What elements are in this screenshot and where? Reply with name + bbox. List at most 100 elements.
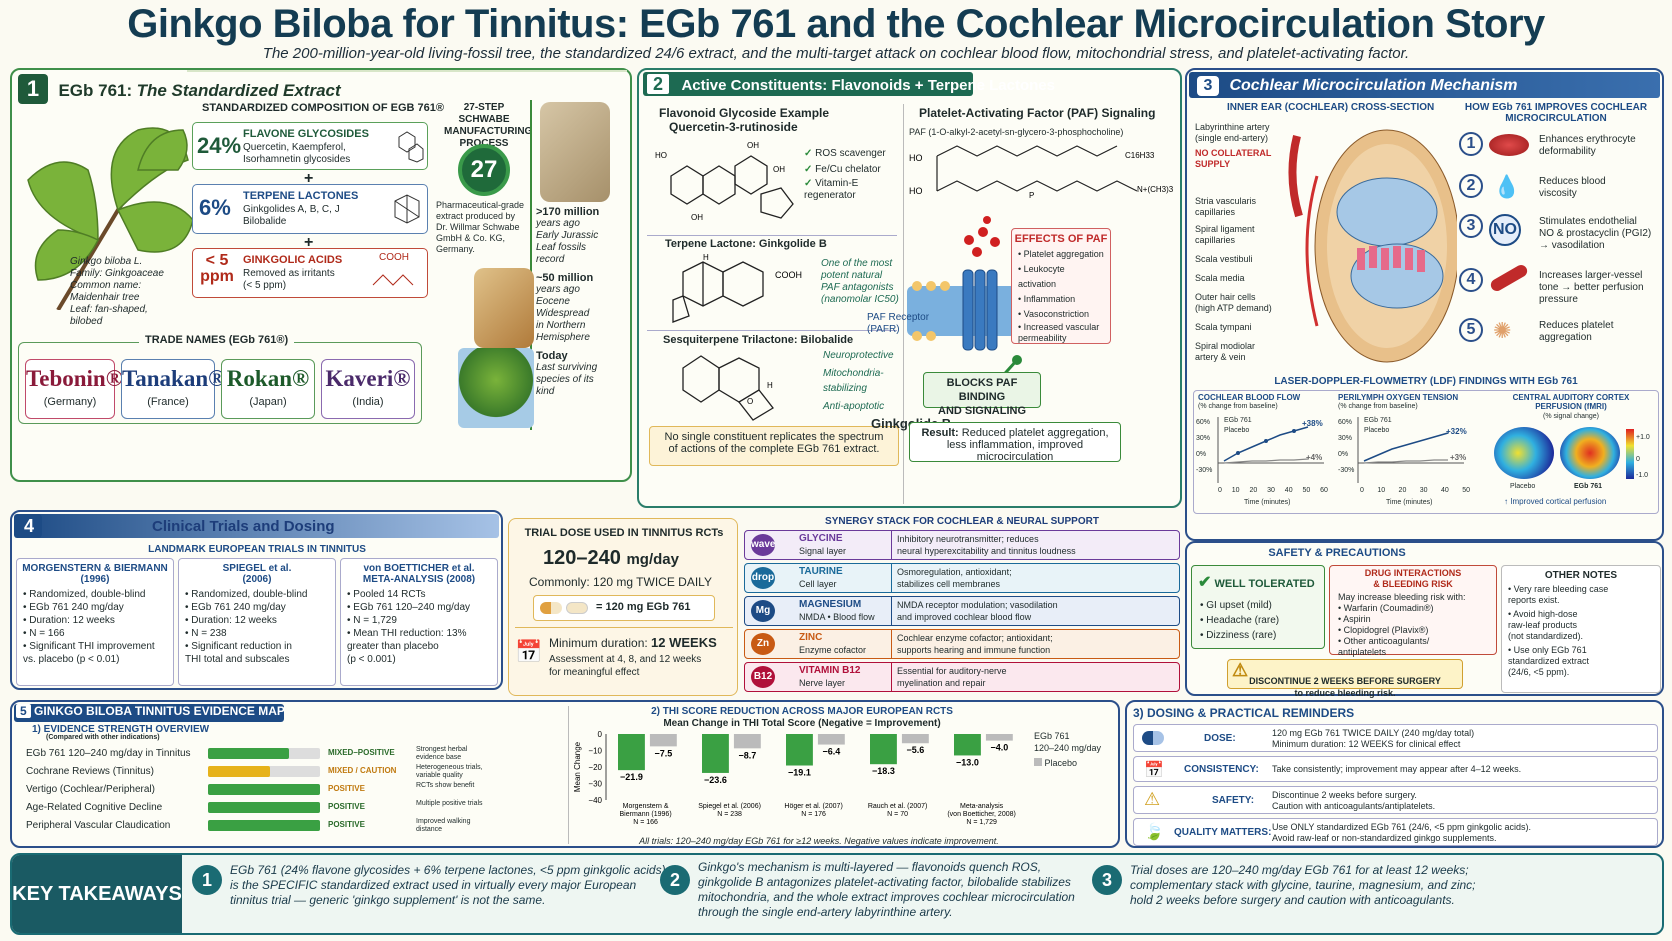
panel-title: Clinical Trials and Dosing: [152, 518, 335, 535]
process-title: 27-STEP SCHWABE MANUFACTURING PROCESS: [444, 102, 533, 149]
leaf-caption: Ginkgo biloba L. Family: Ginkgoaceae Com…: [70, 256, 164, 327]
x-tick-label: N = 166: [633, 819, 658, 826]
composition-ginkgolic: < 5 ppm GINKGOLIC ACIDS Removed as irrit…: [192, 248, 428, 298]
ginkgolide-note: One of the most potent natural PAF antag…: [821, 258, 899, 305]
trial-boetticher: von BOETTICHER et al. META-ANALYSIS (200…: [340, 558, 498, 686]
evidence-bar-fill: [208, 748, 289, 759]
trial-spiegel: SPIEGEL et al. (2006) • Randomized, doub…: [178, 558, 336, 686]
evidence-bar-track: [208, 802, 320, 813]
trade-tebonin: Tebonin®(Germany): [25, 359, 123, 419]
bar-1: [649, 734, 677, 747]
paf-effects-box: EFFECTS OF PAF • Platelet aggregation• L…: [1011, 228, 1111, 344]
composition-flavone: 24% FLAVONE GLYCOSIDES Quercetin, Kaempf…: [192, 122, 428, 170]
evidence-row: Peripheral Vascular Claudication POSITIV…: [26, 818, 471, 833]
paf-receptor-label: PAF Receptor (PAFR): [867, 312, 930, 335]
y-tick-label: −30: [588, 780, 602, 789]
evidence-table: EGb 761 120–240 mg/day in Tinnitus MIXED…: [26, 746, 483, 836]
x-tick-label: Morgenstern &: [623, 803, 669, 810]
panel-number: 1: [18, 74, 48, 104]
panel-evidence-map: 5 GINKGO BILOBA TINNITUS EVIDENCE MAP 1)…: [10, 700, 1120, 848]
trade-kaveri: Kaveri®(India): [321, 359, 415, 419]
vitamin-b12-icon: B12: [751, 666, 775, 688]
bar-value-label: −4.0: [990, 743, 1008, 753]
evidence-row: Cochrane Reviews (Tinnitus) MIXED / CAUT…: [26, 764, 483, 779]
bar-value-label: −5.6: [906, 745, 924, 755]
svg-text:N+(CH3)3: N+(CH3)3: [1137, 185, 1174, 194]
platelet-icon: ✺: [1493, 318, 1512, 343]
evidence-bar-track: [208, 784, 320, 795]
x-tick-label: Höger et al. (2007): [784, 803, 842, 810]
y-axis-label: Mean Change: [573, 741, 582, 792]
trade-names-box: TRADE NAMES (EGb 761®) Tebonin®(Germany)…: [18, 334, 422, 424]
bar-0: [702, 734, 729, 773]
fossil-leaf-image: [540, 102, 610, 202]
bar-value-label: −21.9: [620, 772, 643, 782]
evidence-bar-track: [208, 766, 320, 777]
panel-standardized-extract: 1 EGb 761: The Standardized Extract Gink…: [10, 68, 632, 482]
synergy-stack: SYNERGY STACK FOR COCHLEAR & NEURAL SUPP…: [744, 516, 1180, 696]
bar-value-label: −6.4: [822, 747, 840, 757]
x-tick-label: Biermann (1996): [620, 811, 672, 818]
evidence-row: Age-Related Cognitive Decline POSITIVE M…: [26, 800, 483, 813]
svg-text:H: H: [767, 381, 773, 390]
page-subtitle: The 200-million-year-old living-fossil t…: [262, 45, 1410, 62]
y-tick-label: −40: [588, 796, 602, 805]
panel-cochlear-mechanism: 3 Cochlear Microcirculation Mechanism IN…: [1185, 68, 1664, 541]
calendar-icon: 📅: [515, 639, 543, 664]
dosing-quality: 🍃 QUALITY MATTERS: Use ONLY standardized…: [1133, 818, 1658, 846]
check-icon: ✔: [1198, 574, 1212, 591]
svg-text:H: H: [703, 253, 709, 262]
panel-safety: SAFETY & PRECAUTIONS ✔ WELL TOLERATED • …: [1185, 541, 1664, 698]
panel-active-constituents: 2 Active Constituents: Flavonoids + Terp…: [637, 68, 1182, 508]
svg-text:O: O: [747, 397, 753, 406]
synergy-row: B12 VITAMIN B12 Nerve layer Essential fo…: [744, 662, 1180, 692]
key-takeaways: KEY TAKEAWAYS 1 EGb 761 (24% flavone gly…: [10, 853, 1664, 935]
evidence-bar-fill: [208, 766, 270, 777]
x-tick-label: Spiegel et al. (2006): [698, 803, 761, 810]
panel-dosing-reminders: 3) DOSING & PRACTICAL REMINDERS DOSE: 12…: [1125, 700, 1664, 848]
bilobalide-structure: HO: [682, 355, 774, 421]
timeline: >170 million years ago Early Jurassic Le…: [536, 206, 600, 397]
x-tick-label: Meta-analysis: [960, 803, 1004, 810]
composition-title: STANDARDIZED COMPOSITION OF EGb 761®: [202, 102, 444, 114]
bar-value-label: −18.3: [872, 766, 895, 776]
magnesium-icon: Mg: [751, 600, 775, 622]
bilobalide-properties: Neuroprotective Mitochondria- stabilizin…: [823, 350, 894, 412]
synergy-row: Zn ZINC Enzyme cofactor Cochlear enzyme …: [744, 629, 1180, 659]
ldf-chart-cochlear: [1217, 417, 1324, 483]
dosing-dose: DOSE: 120 mg EGb 761 TWICE DAILY (240 mg…: [1133, 724, 1658, 752]
brain-egb-image: [1560, 427, 1620, 479]
glycine-icon: wave: [751, 534, 775, 556]
x-tick-label: N = 70: [887, 811, 908, 818]
trade-tanakan: Tanakan®(France): [121, 359, 225, 419]
bar-value-label: −7.5: [654, 748, 672, 758]
svg-text:P: P: [1029, 191, 1034, 200]
blood-drop-icon: 💧: [1493, 174, 1521, 199]
svg-text:OH: OH: [691, 213, 703, 222]
trial-dose-box: TRIAL DOSE USED IN TINNITUS RCTs 120–240…: [508, 518, 738, 696]
vessel-icon: [1488, 262, 1530, 294]
well-tolerated-box: ✔ WELL TOLERATED • GI upset (mild)• Head…: [1191, 565, 1325, 649]
evidence-bar-track: [208, 748, 320, 759]
evidence-bar-fill: [208, 784, 320, 795]
taurine-icon: drop: [751, 567, 775, 589]
ginkgo-leaf-illustration: [27, 127, 194, 310]
svg-text:HO: HO: [909, 153, 923, 163]
pill-legend: = 120 mg EGb 761: [533, 595, 715, 621]
flavonoid-properties: ✓ ROS scavenger ✓ Fe/Cu chelator ✓ Vitam…: [804, 148, 886, 201]
ginkgo-leaf-icon: 🍃: [1144, 824, 1164, 841]
ldf-chart-oxygen: [1357, 417, 1464, 483]
y-tick-label: −20: [588, 763, 602, 772]
bar-0: [786, 734, 813, 766]
synergy-row: wave GLYCINE Signal layer Inhibitory neu…: [744, 530, 1180, 560]
panel-title: EGb 761:: [58, 81, 133, 100]
x-tick-label: Rauch et al. (2007): [868, 803, 928, 810]
process-description: Pharmaceutical-grade extract produced by…: [436, 200, 525, 254]
color-scale: [1626, 429, 1634, 479]
paf-formula: PAF (1-O-alkyl-2-acetyl-sn-glycero-3-pho…: [909, 127, 1124, 137]
x-tick-label: N = 1,729: [966, 819, 997, 826]
bar-1: [901, 734, 929, 744]
